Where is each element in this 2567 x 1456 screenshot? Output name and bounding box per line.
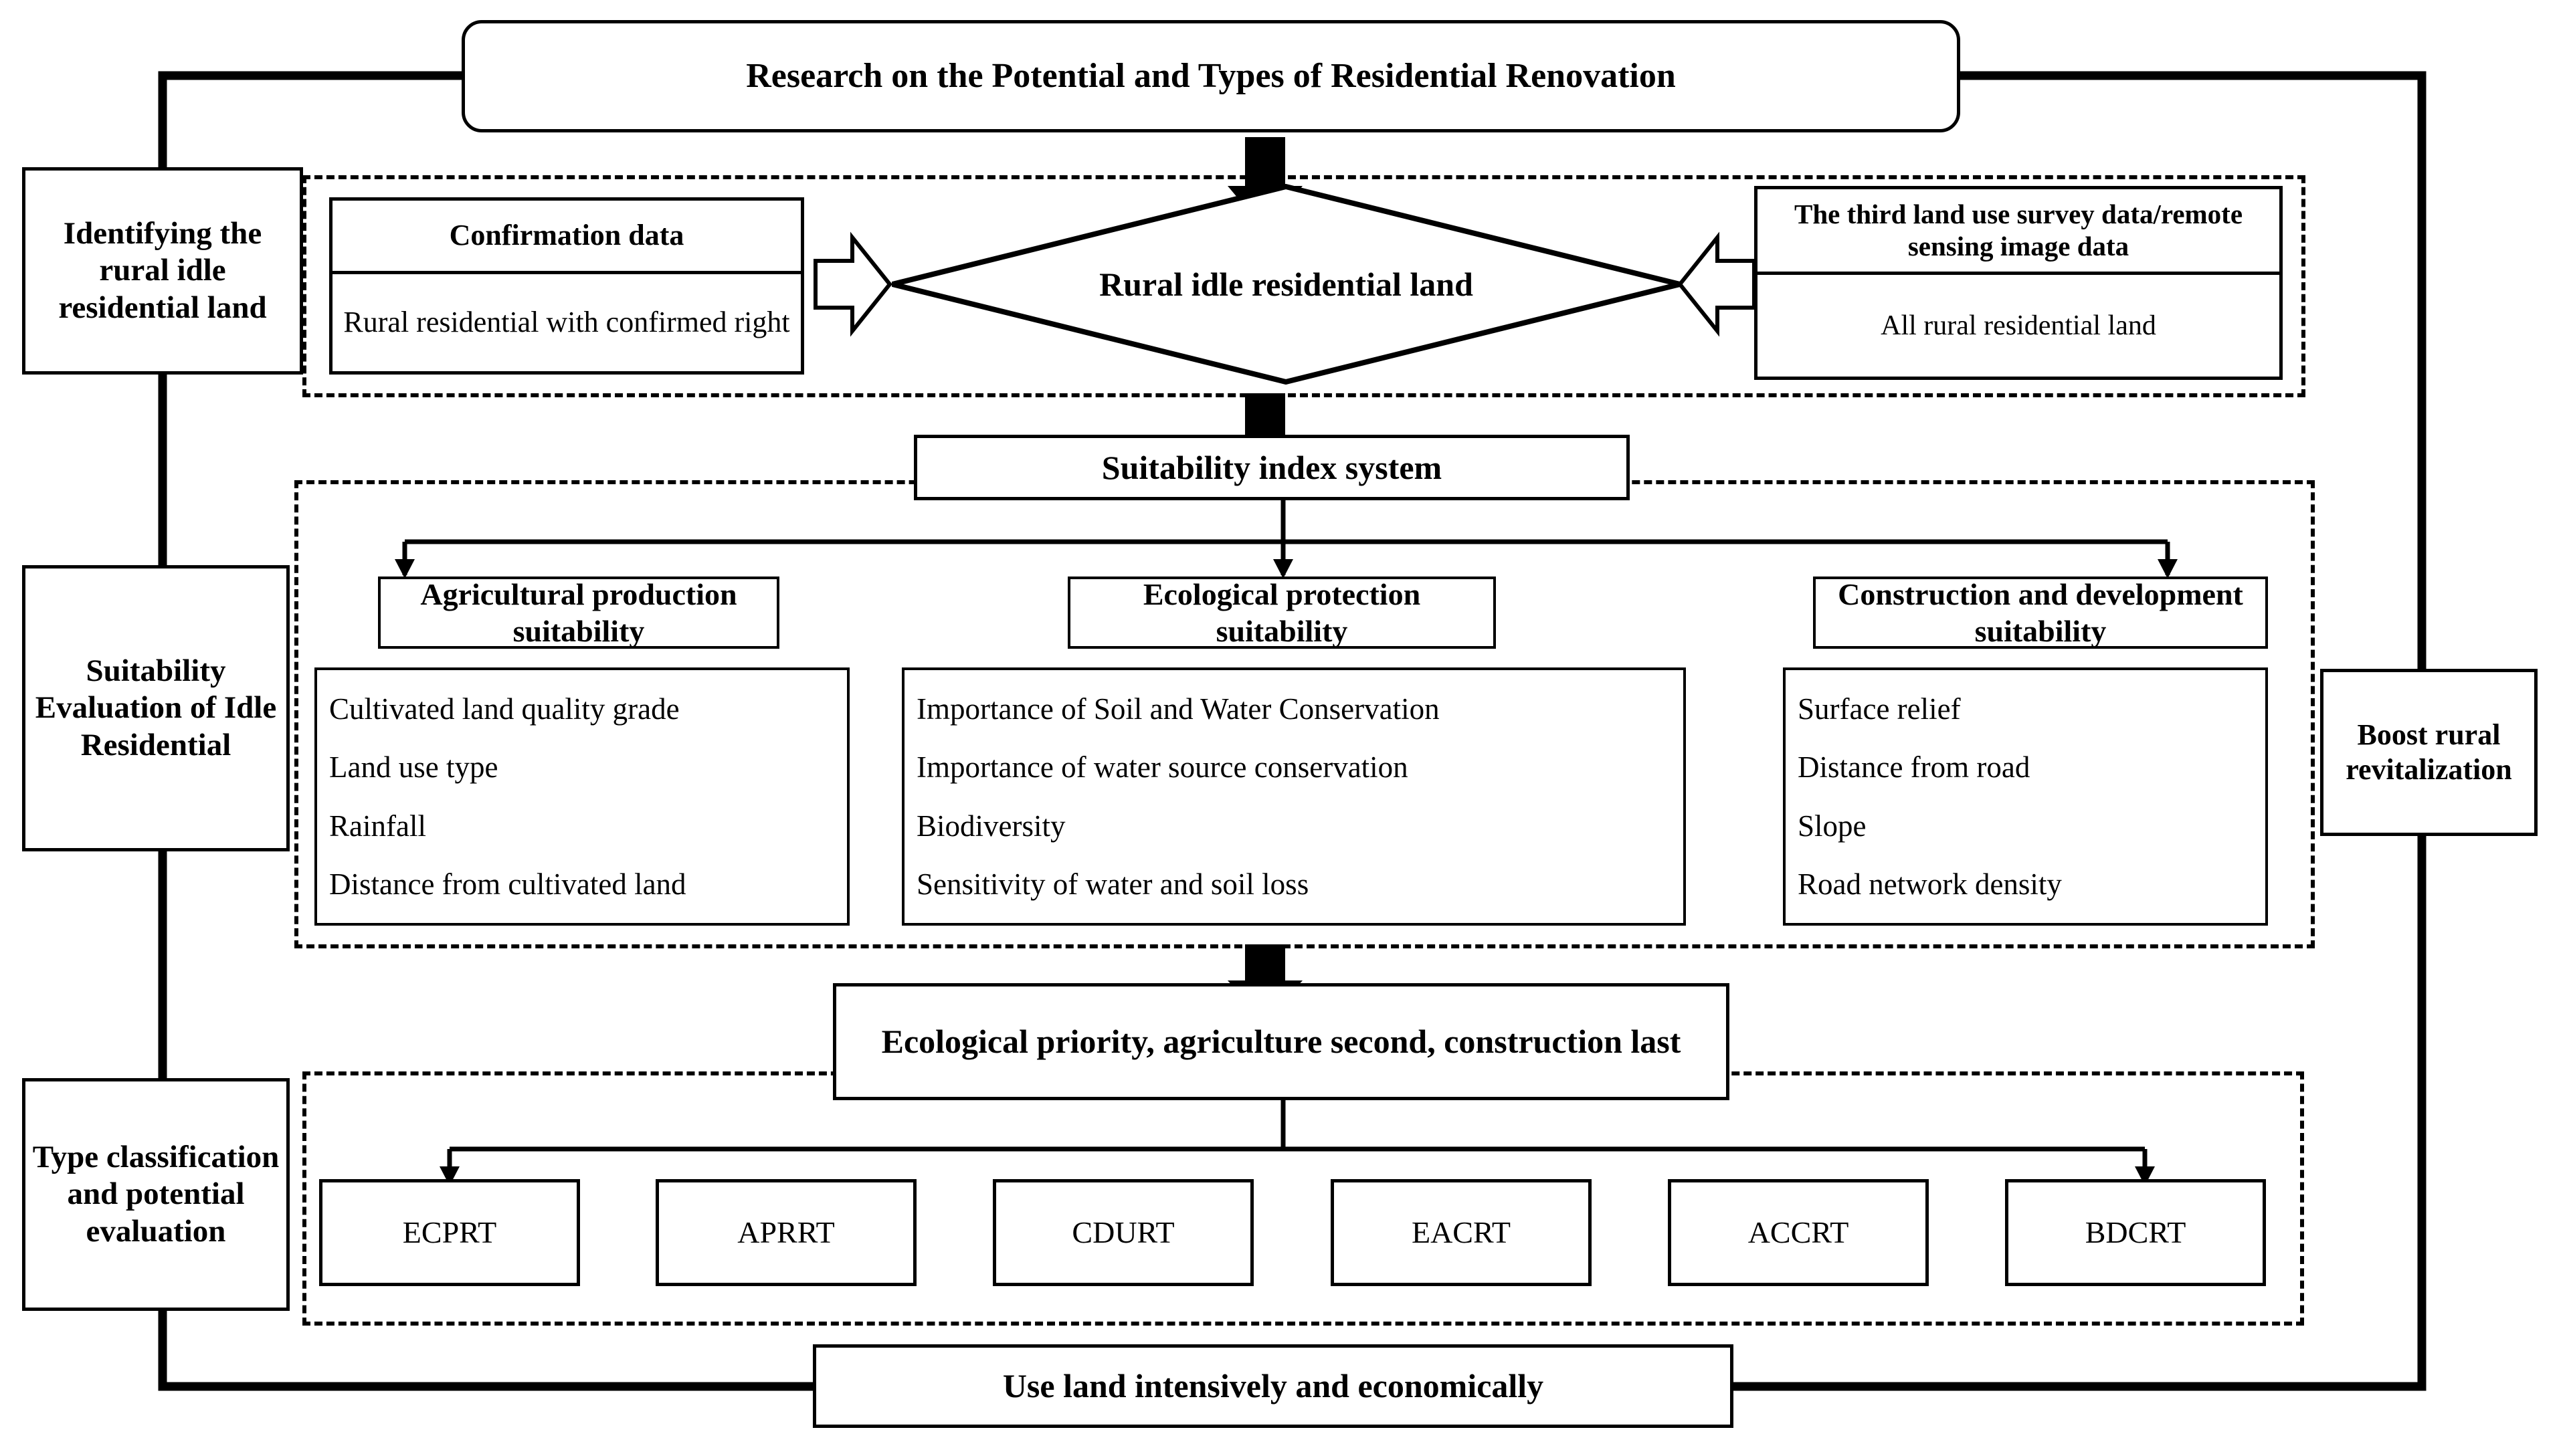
- stage-label-classification: Type classification and potential evalua…: [22, 1078, 290, 1311]
- confirmation-data-card: Confirmation data Rural residential with…: [329, 197, 804, 375]
- group-indicators-construction: Surface relief Distance from road Slope …: [1783, 667, 2268, 926]
- type-box-label: CDURT: [1072, 1215, 1175, 1249]
- rail-title-to-identify: [158, 71, 462, 191]
- stage-label-classification-text: Type classification and potential evalua…: [32, 1139, 280, 1249]
- group-title-agricultural-text: Agricultural production suitability: [420, 577, 737, 648]
- indicator-item: Distance from road: [1798, 750, 2030, 785]
- type-box: CDURT: [993, 1179, 1254, 1286]
- page-title-text: Research on the Potential and Types of R…: [746, 57, 1676, 96]
- type-box: ECPRT: [319, 1179, 580, 1286]
- indicator-item: Distance from cultivated land: [329, 867, 686, 902]
- indicator-item: Road network density: [1798, 867, 2062, 902]
- stage-label-suitability: Suitability Evaluation of Idle Residenti…: [22, 565, 290, 851]
- outcome-box: Use land intensively and economically: [813, 1344, 1733, 1428]
- page-title: Research on the Potential and Types of R…: [462, 20, 1960, 132]
- survey-data-card: The third land use survey data/remote se…: [1754, 186, 2283, 380]
- type-box: ACCRT: [1668, 1179, 1929, 1286]
- survey-data-body: All rural residential land: [1881, 310, 2156, 341]
- stage-label-suitability-text: Suitability Evaluation of Idle Residenti…: [35, 653, 277, 762]
- type-box-label: APRRT: [737, 1215, 835, 1249]
- survey-data-header: The third land use survey data/remote se…: [1757, 189, 2279, 275]
- suitability-index-system-box: Suitability index system: [914, 435, 1630, 500]
- principle-box: Ecological priority, agriculture second,…: [833, 983, 1729, 1100]
- type-box-label: ECPRT: [402, 1215, 497, 1249]
- indicator-item: Rainfall: [329, 809, 426, 843]
- type-box: EACRT: [1331, 1179, 1592, 1286]
- type-box: BDCRT: [2005, 1179, 2266, 1286]
- group-title-construction: Construction and development suitability: [1813, 577, 2268, 649]
- group-title-agricultural: Agricultural production suitability: [378, 577, 779, 649]
- arrow-leftcard-to-decision: [814, 231, 892, 337]
- type-box-label: EACRT: [1411, 1215, 1511, 1249]
- confirmation-data-header: Confirmation data: [332, 201, 801, 274]
- indicator-item: Importance of Soil and Water Conservatio…: [917, 692, 1440, 726]
- rail-sidegoal-to-title: [1959, 71, 2427, 669]
- indicator-item: Cultivated land quality grade: [329, 692, 680, 726]
- indicator-item: Land use type: [329, 750, 498, 785]
- confirmation-data-body: Rural residential with confirmed right: [343, 306, 790, 339]
- group-indicators-ecological: Importance of Soil and Water Conservatio…: [902, 667, 1686, 926]
- stage-label-identify-text: Identifying the rural idle residential l…: [58, 215, 267, 325]
- indicator-item: Biodiversity: [917, 809, 1066, 843]
- group-title-ecological-text: Ecological protection suitability: [1143, 577, 1421, 648]
- decision-diamond-label: Rural idle residential land: [1099, 266, 1473, 303]
- indicator-item: Sensitivity of water and soil loss: [917, 867, 1309, 902]
- rail-classification-to-outcome: [158, 1310, 814, 1391]
- type-box: APRRT: [656, 1179, 917, 1286]
- group-title-ecological: Ecological protection suitability: [1068, 577, 1496, 649]
- type-box-label: ACCRT: [1747, 1215, 1849, 1249]
- rail-outcome-to-sidegoal-bottom: [1733, 836, 2427, 1391]
- side-goal-box: Boost rural revitalization: [2320, 669, 2538, 836]
- side-goal-label: Boost rural revitalization: [2346, 718, 2512, 786]
- type-box-label: BDCRT: [2085, 1215, 2186, 1249]
- suitability-index-system-label: Suitability index system: [1101, 448, 1442, 486]
- arrow-rightcard-to-decision: [1677, 231, 1756, 337]
- group-indicators-agricultural: Cultivated land quality grade Land use t…: [314, 667, 850, 926]
- identification-region: [302, 175, 2305, 397]
- indicator-item: Importance of water source conservation: [917, 750, 1408, 785]
- classification-region: [302, 1071, 2304, 1326]
- indicator-item: Slope: [1798, 809, 1867, 843]
- principle-label: Ecological priority, agriculture second,…: [881, 1023, 1681, 1060]
- indicator-item: Surface relief: [1798, 692, 1961, 726]
- outcome-label: Use land intensively and economically: [1002, 1367, 1544, 1405]
- group-title-construction-text: Construction and development suitability: [1838, 577, 2243, 648]
- stage-label-identify: Identifying the rural idle residential l…: [22, 167, 303, 375]
- decision-diamond: [892, 184, 1681, 385]
